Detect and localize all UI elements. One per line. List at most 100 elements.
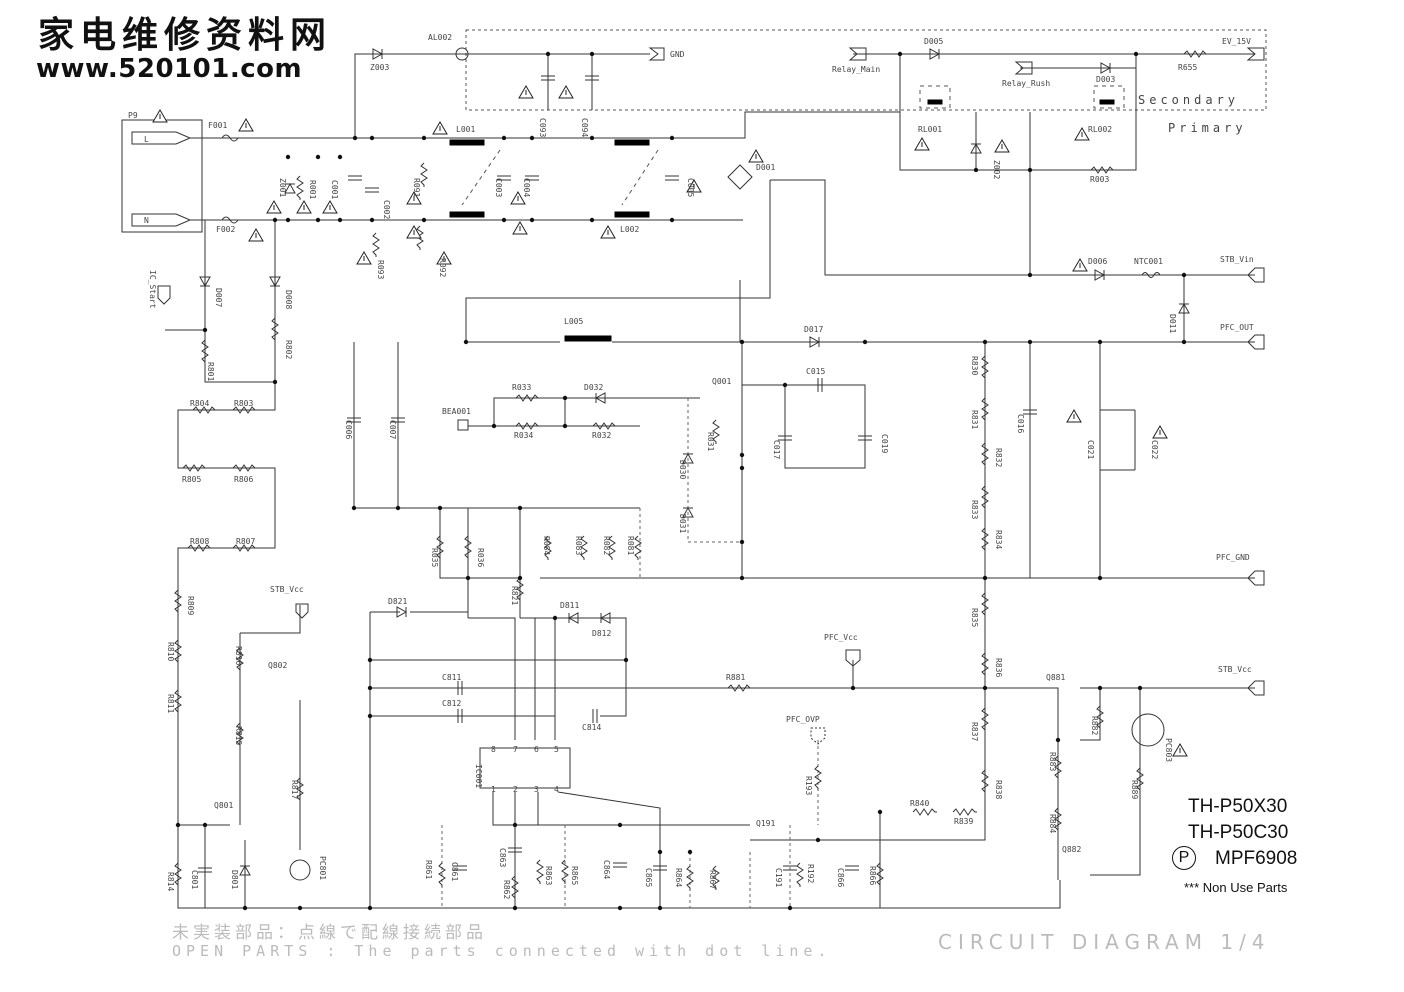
component-label-r093: R093 bbox=[376, 260, 385, 279]
component-label-d001: D001 bbox=[756, 163, 775, 172]
junction-dot bbox=[617, 822, 623, 828]
safety-warning-icon bbox=[356, 251, 372, 265]
secondary-boundary bbox=[465, 29, 1267, 111]
safety-warning-icon bbox=[510, 191, 526, 205]
component-label-pc803: PC803 bbox=[1164, 738, 1173, 762]
junction-dot bbox=[739, 339, 745, 345]
component-label-r003: R003 bbox=[1090, 175, 1109, 184]
safety-warning-icon bbox=[436, 251, 452, 265]
part-prefix-circle: P bbox=[1172, 846, 1196, 870]
component-label-r861: R861 bbox=[424, 860, 433, 879]
junction-dot bbox=[1133, 51, 1139, 57]
junction-dot bbox=[897, 51, 903, 57]
component-label-f001: F001 bbox=[208, 121, 227, 130]
junction-dot bbox=[272, 379, 278, 385]
dashed-connections bbox=[441, 398, 819, 908]
capacitor bbox=[348, 175, 362, 181]
resistor bbox=[1090, 166, 1115, 174]
component-label-z001: Z001 bbox=[278, 178, 287, 197]
component-label-rl002: RL002 bbox=[1088, 125, 1112, 134]
diode bbox=[929, 48, 941, 60]
diode bbox=[284, 182, 296, 194]
junction-dot bbox=[529, 217, 535, 223]
component-label-relay-main: Relay_Main bbox=[832, 65, 880, 74]
component-label-r031: R031 bbox=[706, 432, 715, 451]
resistor bbox=[561, 859, 569, 884]
safety-warning-icon bbox=[296, 200, 312, 214]
junction-dot bbox=[657, 849, 663, 855]
junction-dot bbox=[739, 452, 745, 458]
safety-warning-icon bbox=[1074, 127, 1090, 141]
resistor bbox=[580, 535, 588, 560]
junction-dot bbox=[1137, 685, 1143, 691]
component-label-d008: D008 bbox=[284, 290, 293, 309]
component-label-r083: R083 bbox=[574, 536, 583, 555]
component-label-r821: R821 bbox=[510, 586, 519, 605]
resistor bbox=[416, 225, 424, 250]
component-label-r091: R091 bbox=[412, 178, 421, 197]
capacitor bbox=[845, 865, 859, 871]
resistor bbox=[1054, 807, 1062, 832]
resistor bbox=[876, 862, 884, 887]
model-number-1: TH-P50X30 bbox=[1188, 796, 1288, 817]
resistor bbox=[174, 862, 182, 887]
junction-dot bbox=[512, 822, 518, 828]
junction-dot bbox=[669, 135, 675, 141]
component-label-al002: AL002 bbox=[428, 33, 452, 42]
resistor bbox=[192, 406, 217, 414]
open-parts-note-en: OPEN PARTS : The parts connected with do… bbox=[172, 942, 832, 960]
connector-pin-l bbox=[131, 131, 192, 145]
junction-dot bbox=[850, 685, 856, 691]
component-label-c814: C814 bbox=[582, 723, 601, 732]
component-label-z003: Z003 bbox=[370, 63, 389, 72]
safety-warning-icon bbox=[518, 85, 534, 99]
component-label-l001: L001 bbox=[456, 125, 475, 134]
component-label-c811: C811 bbox=[442, 673, 461, 682]
connector-pin-n bbox=[131, 213, 192, 227]
component-label-r809: R809 bbox=[186, 596, 195, 615]
component-label-pin4: 4 bbox=[554, 785, 559, 794]
component-label-pin1: 1 bbox=[491, 785, 496, 794]
resistor bbox=[464, 535, 472, 560]
junction-dot bbox=[395, 505, 401, 511]
non-use-parts-note: *** Non Use Parts bbox=[1184, 880, 1288, 895]
junction-dot bbox=[501, 217, 507, 223]
diode bbox=[682, 506, 694, 518]
component-label-d006: D006 bbox=[1088, 257, 1107, 266]
component-label-stb-vin: STB_Vin bbox=[1220, 255, 1254, 264]
component-label-r817: R817 bbox=[290, 780, 299, 799]
component-label-d005: D005 bbox=[924, 37, 943, 46]
resistor bbox=[981, 652, 989, 677]
resistor bbox=[981, 485, 989, 510]
junction-dot bbox=[367, 905, 373, 911]
component-label-r655: R655 bbox=[1178, 63, 1197, 72]
resistor bbox=[712, 419, 720, 444]
resistor bbox=[296, 175, 304, 200]
resistor bbox=[981, 442, 989, 467]
diode bbox=[809, 336, 821, 348]
ic001-body bbox=[479, 747, 571, 789]
junction-dot bbox=[1055, 737, 1061, 743]
junction-dot bbox=[623, 657, 629, 663]
component-label-l005: L005 bbox=[564, 317, 583, 326]
capacitor bbox=[592, 709, 598, 723]
component-label-d812: D812 bbox=[592, 629, 611, 638]
junction-dot bbox=[529, 135, 535, 141]
junction-dot bbox=[337, 217, 343, 223]
safety-warning-icon bbox=[432, 121, 448, 135]
safety-warning-icon bbox=[1066, 409, 1082, 423]
component-label-r838: R838 bbox=[994, 780, 1003, 799]
junction-dot bbox=[315, 154, 321, 160]
capacitor bbox=[198, 867, 212, 873]
resistor bbox=[436, 535, 444, 560]
capacitor bbox=[858, 435, 872, 441]
component-label-d030: D030 bbox=[678, 460, 687, 479]
component-label-c191: C191 bbox=[774, 868, 783, 887]
component-label-r815: R815 bbox=[234, 726, 243, 745]
component-label-ntc001: NTC001 bbox=[1134, 257, 1163, 266]
component-label-r810: R810 bbox=[166, 642, 175, 661]
resistor bbox=[515, 394, 540, 402]
resistor bbox=[236, 647, 244, 672]
junction-dot bbox=[1097, 685, 1103, 691]
